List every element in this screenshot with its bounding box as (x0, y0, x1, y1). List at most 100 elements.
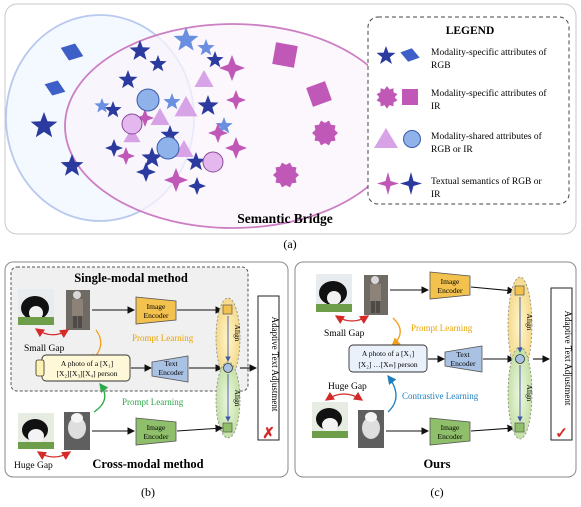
textual-purple-star (164, 168, 188, 192)
textual-purple-star (136, 109, 154, 127)
rgb-light-star (94, 98, 110, 113)
svg-text:Encoder: Encoder (159, 368, 184, 377)
rgb-star (160, 125, 180, 144)
blue-four-point-star-icon (400, 172, 422, 195)
ir-badge (273, 162, 299, 188)
svg-text:Text: Text (456, 350, 470, 359)
image-encoder-bottom-c: Image Encoder (429, 417, 471, 446)
rgb-diamond (44, 80, 66, 96)
rgb-star (173, 27, 199, 51)
rgb-dog-photo-huge-gap-c (312, 402, 348, 438)
ours-title: Ours (423, 457, 450, 471)
purple-square-icon (402, 89, 418, 105)
rgb-star (206, 51, 224, 68)
shared-blue-circle (136, 88, 160, 112)
rgb-star (30, 112, 58, 138)
adaptive-text-adjustment-c: Adaptive Text Adjustment ✓ (550, 287, 573, 442)
text-encoder-c: Text Encoder (444, 345, 483, 373)
rgb-light-star (197, 39, 215, 56)
blue-diamond-icon (400, 48, 420, 62)
shared-triangle (174, 140, 194, 157)
ir-square (272, 42, 298, 68)
rgb-feature-node (222, 304, 233, 315)
purple-four-point-star-icon (377, 172, 399, 195)
legend-item-ir-specific-line2: IR (431, 102, 441, 112)
cross-mark-icon: ✗ (262, 426, 275, 442)
svg-text:A photo of a [X₁]: A photo of a [X₁] (362, 349, 414, 358)
legend-item-shared-line2: RGB or IR (431, 145, 473, 155)
shared-triangle (174, 96, 198, 117)
legend-item-rgb-specific-line1: Modality-specific attributes of (431, 47, 547, 58)
image-encoder-top: Image Encoder (135, 296, 177, 325)
rgb-star (129, 40, 151, 60)
ir-badge (312, 120, 338, 146)
svg-text:Encoder: Encoder (438, 432, 463, 441)
semantic-bridge-label: Semantic Bridge (237, 211, 333, 226)
svg-text:Encoder: Encoder (144, 311, 169, 320)
prompt-learning-top-label: Prompt Learning (132, 333, 194, 343)
contrastive-learning-arrow (387, 374, 397, 413)
svg-text:Align: Align (233, 324, 242, 341)
svg-text:Encoder: Encoder (451, 359, 476, 368)
legend-item-shared: Modality-shared attributes of RGB or IR (374, 128, 543, 155)
text-encoder-b: Text Encoder (151, 355, 189, 383)
textual-purple-star (117, 147, 135, 165)
legend-item-rgb-specific: Modality-specific attributes of RGB (376, 46, 547, 71)
textual-purple-star (225, 137, 247, 159)
contrastive-learning-label: Contrastive Learning (402, 391, 479, 401)
blue-star-icon (376, 46, 396, 64)
svg-text:Encoder: Encoder (438, 286, 463, 295)
panel-a: Semantic Bridge LEGEND Modality-specific… (4, 3, 577, 251)
legend-item-shared-line1: Modality-shared attributes of (431, 131, 543, 142)
svg-text:[X₂] …[Xₘ] person: [X₂] …[Xₘ] person (358, 360, 418, 369)
svg-text:Encoder: Encoder (144, 432, 169, 441)
shared-triangle (150, 108, 170, 125)
ir-dog-photo-huge-gap-c (358, 410, 384, 448)
caption-a: (a) (283, 237, 296, 251)
align-lens-b: Align Align (215, 297, 242, 439)
legend-item-textual-line1: Textual semantics of RGB or (431, 176, 543, 187)
rgb-light-star (163, 93, 181, 110)
svg-text:Align: Align (525, 384, 534, 401)
svg-text:Adaptive Text Adjustment: Adaptive Text Adjustment (563, 311, 573, 406)
shared-lavender-circle (121, 113, 143, 135)
rgb-star (104, 101, 122, 118)
ir-person-photo-small-gap (66, 290, 90, 330)
caption-c: (c) (430, 485, 443, 499)
huge-gap-label-c: Huge Gap (328, 382, 367, 392)
small-gap-label: Small Gap (24, 344, 65, 354)
single-modal-title: Single-modal method (74, 271, 188, 285)
svg-text:Image: Image (441, 277, 460, 286)
legend-item-textual: Textual semantics of RGB or IR (377, 172, 543, 200)
cross-modal-title: Cross-modal method (92, 457, 203, 471)
image-encoder-top-c: Image Encoder (429, 271, 471, 300)
prompt-box-c: A photo of a [X₁] [X₂] …[Xₘ] person (348, 344, 428, 373)
textual-purple-star (208, 123, 228, 143)
textual-blue-star (136, 162, 156, 182)
legend-item-textual-line2: IR (431, 190, 441, 200)
rgb-star (60, 154, 84, 176)
svg-text:Image: Image (441, 423, 460, 432)
attribute-shapes (30, 27, 338, 195)
rgb-star (186, 152, 206, 171)
check-mark-icon: ✓ (555, 426, 568, 442)
ir-feature-node (222, 422, 233, 433)
shared-lavender-circle (202, 151, 224, 173)
svg-text:Image: Image (147, 423, 166, 432)
text-feature-node (223, 363, 233, 373)
prompt-learning-label-c: Prompt Learning (411, 323, 473, 333)
textual-purple-star (226, 90, 246, 110)
shared-triangle (194, 70, 214, 87)
rgb-diamond (60, 43, 84, 61)
rgb-star (141, 147, 163, 167)
prompt-learning-bottom-arrow (93, 382, 109, 413)
svg-text:A photo of a [X₁]: A photo of a [X₁] (61, 359, 113, 368)
legend-item-ir-specific: Modality-specific attributes of IR (376, 86, 547, 112)
caption-b: (b) (141, 485, 155, 499)
rgb-star (149, 55, 167, 72)
svg-text:Align: Align (525, 313, 534, 330)
rgb-dog-photo-small-gap-c (316, 274, 352, 312)
ir-dog-photo-huge-gap (64, 412, 90, 450)
